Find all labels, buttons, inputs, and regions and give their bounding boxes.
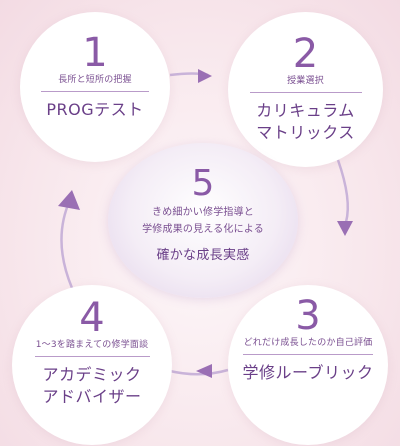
step-subtitle: どれだけ成長したのか自己評価 (243, 338, 373, 348)
step-2-circle: 2 授業選択 カリキュラム マトリックス (228, 12, 383, 167)
divider (34, 356, 150, 357)
step-number: 4 (79, 295, 105, 341)
connector-3-4 (169, 368, 229, 376)
step-title: 学修ルーブリック (242, 363, 374, 382)
arrow-2-3 (337, 221, 353, 236)
step-number: 1 (82, 30, 108, 76)
step-subtitle: 1〜3を踏まえての修学面談 (35, 340, 149, 350)
arrow-3-4 (196, 364, 212, 378)
step-3-circle: 3 どれだけ成長したのか自己評価 学修ルーブリック (228, 285, 388, 445)
step-4-circle: 4 1〜3を踏まえての修学面談 アカデミック アドバイザー (12, 285, 172, 445)
connector-2-3 (336, 159, 350, 223)
center-number: 5 (191, 163, 215, 204)
step-title-line-1: アカデミック (42, 365, 142, 384)
divider (249, 92, 362, 93)
arrow-1-2 (198, 69, 212, 83)
step-title-line-2: アドバイザー (42, 387, 142, 406)
connector-4-1 (60, 199, 74, 289)
step-number: 2 (292, 31, 319, 77)
center-title: 確かな成長実感 (156, 248, 250, 263)
step-subtitle: 長所と短所の把握 (58, 75, 132, 85)
step-1-circle: 1 長所と短所の把握 PROGテスト (20, 12, 170, 162)
step-number: 3 (295, 293, 321, 339)
step-title-line-2: マトリックス (256, 123, 355, 142)
step-title: PROGテスト (46, 100, 144, 119)
divider (41, 91, 149, 92)
step-title-line-1: カリキュラム (256, 101, 355, 120)
center-circle: 5 きめ細かい修学指導と 学修成果の見える化による 確かな成長実感 (108, 143, 298, 298)
divider (243, 354, 373, 355)
step-subtitle: 授業選択 (287, 76, 324, 86)
center-subtitle-line-1: きめ細かい修学指導と (152, 207, 254, 218)
center-subtitle-line-2: 学修成果の見える化による (142, 224, 264, 235)
arrow-4-1 (58, 190, 80, 210)
